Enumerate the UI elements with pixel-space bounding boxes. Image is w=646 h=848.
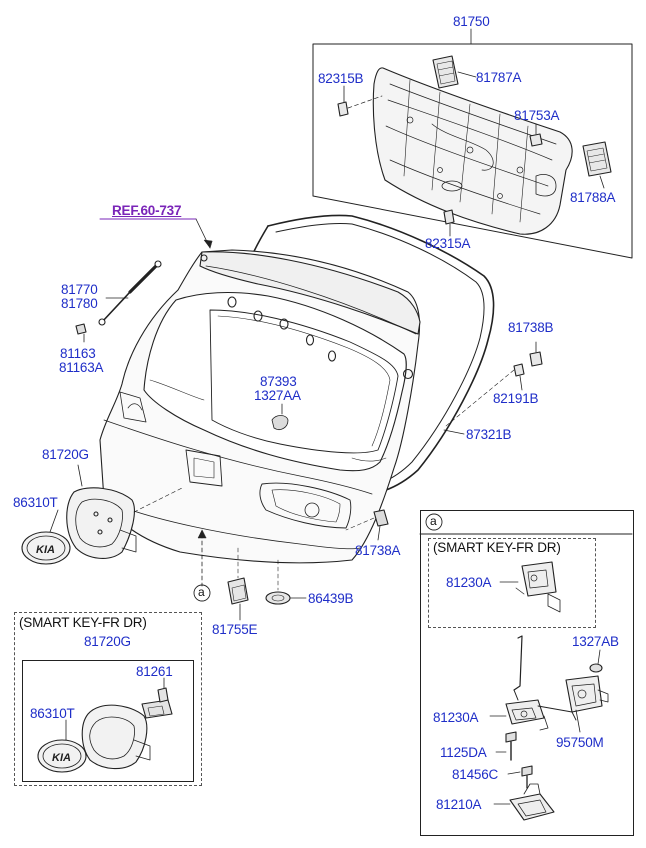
label-86310T: 86310T [13,495,58,510]
part-82315B-clip [337,85,383,117]
left-handle-inner-frame [22,660,194,782]
label-ref-60-737[interactable]: REF.60-737 [112,203,182,218]
label-81738B: 81738B [508,320,554,335]
label-1125DA: 1125DA [440,745,487,760]
label-81787A: 81787A [476,70,522,85]
left-smartkey-detail: KIA [37,677,173,773]
label-81720G: 81720G [42,447,89,462]
label-81210A: 81210A [436,797,482,812]
label-81753A: 81753A [514,108,560,123]
part-81770-gas-lifter [98,260,162,326]
callout-a-label: a [198,585,205,599]
part-81230A-smartkey-latch [499,561,561,613]
label-81780: 81780 [61,296,98,311]
label-81738A: 81738A [355,543,401,558]
callout-a-circle [193,584,211,602]
label-81720G-smartkey: 81720G [84,634,131,649]
label-95750M: 95750M [556,735,604,750]
part-81163-bolt [75,323,87,343]
label-81261: 81261 [136,664,173,679]
part-81787A-cover [432,55,477,89]
label-86439B: 86439B [308,591,354,606]
part-81753A-clip [529,123,543,147]
part-1125DA-bolt [495,731,517,761]
label-81750: 81750 [453,14,490,29]
leader-87321B [443,429,465,435]
label-81770: 81770 [61,282,98,297]
label-81788A: 81788A [570,190,616,205]
part-81456C-screw [507,765,533,789]
ref-arrowhead [203,239,213,249]
part-81738B-bumper [529,341,543,367]
part-81210A-striker [493,783,555,821]
label-81456C: 81456C [452,767,499,782]
trim-panel-group-box [312,43,633,259]
part-82315A-clip [443,209,455,237]
part-95750M-actuator [565,675,609,733]
left-smartkey-frame [14,612,202,786]
label-smart-key-left: (SMART KEY-FR DR) [19,615,147,630]
part-81788A-cover [582,141,612,189]
part-81720G-handle [66,464,183,559]
label-smart-key-right: (SMART KEY-FR DR) [433,540,561,555]
svg-text:KIA: KIA [52,752,71,764]
part-1327AB-nut [589,649,603,673]
label-81163A: 81163A [59,360,104,375]
right-smartkey-frame [428,538,596,628]
part-81230A-latch [489,635,577,731]
part-81755E-cover [227,547,249,621]
label-1327AA: 1327AA [254,388,301,403]
tailgate-panel [99,249,421,564]
detail-a-box [419,513,633,535]
detail-a-frame [420,510,634,836]
svg-text:KIA: KIA [36,544,55,556]
label-81755E: 81755E [212,622,258,637]
part-82191B-stopper [513,363,525,391]
label-82315B: 82315B [318,71,364,86]
tailgate-trim-panel [372,67,573,235]
label-86310T-smartkey: 86310T [30,706,75,721]
label-81230A: 81230A [433,710,479,725]
label-87321B: 87321B [466,427,512,442]
label-81163: 81163 [60,346,96,361]
label-81230A-smartkey: 81230A [446,575,492,590]
label-82315A: 82315A [425,236,471,251]
part-81738A-bumper [345,509,389,541]
label-82191B: 82191B [493,391,539,406]
label-1327AB: 1327AB [572,634,619,649]
detail-a-label: a [430,514,437,528]
part-86439B-cover [265,559,307,605]
part-86310T-emblem: KIA [21,509,71,565]
label-87393: 87393 [260,374,297,389]
